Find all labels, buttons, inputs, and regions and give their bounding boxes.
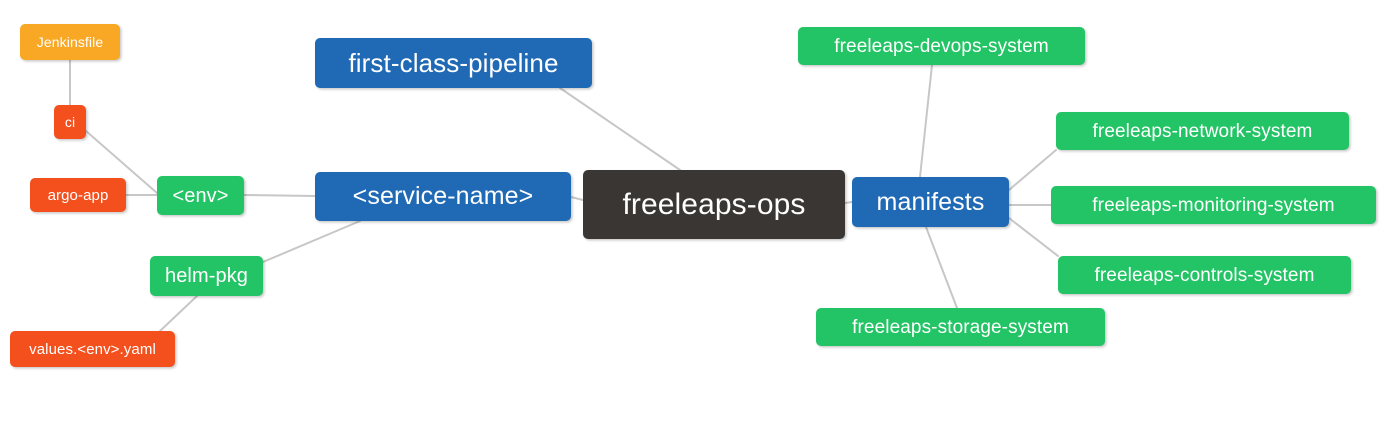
- edge-helm-pkg-to-service-name: [262, 220, 361, 263]
- node-first-class-pipeline[interactable]: first-class-pipeline: [315, 38, 592, 88]
- edge-values-yaml-to-helm-pkg: [159, 295, 198, 332]
- node-controls-system[interactable]: freeleaps-controls-system: [1058, 256, 1351, 294]
- edge-storage-system-to-manifests: [925, 226, 958, 309]
- node-monitoring-system[interactable]: freeleaps-monitoring-system: [1051, 186, 1376, 224]
- edge-controls-system-to-manifests: [1008, 217, 1059, 257]
- node-jenkinsfile[interactable]: Jenkinsfile: [20, 24, 120, 60]
- edge-freeleaps-ops-to-manifests: [844, 201, 853, 204]
- node-freeleaps-ops[interactable]: freeleaps-ops: [583, 170, 845, 239]
- node-helm-pkg[interactable]: helm-pkg: [150, 256, 263, 296]
- node-ci[interactable]: ci: [54, 105, 86, 139]
- node-manifests[interactable]: manifests: [852, 177, 1009, 227]
- edge-service-name-to-freeleaps-ops: [570, 196, 584, 201]
- edge-devops-system-to-manifests: [919, 64, 933, 178]
- node-argo-app[interactable]: argo-app: [30, 178, 126, 212]
- node-service-name[interactable]: <service-name>: [315, 172, 571, 221]
- node-network-system[interactable]: freeleaps-network-system: [1056, 112, 1349, 150]
- edge-env-to-service-name: [243, 194, 316, 197]
- node-env[interactable]: <env>: [157, 176, 244, 215]
- edge-network-system-to-manifests: [1008, 149, 1057, 191]
- node-devops-system[interactable]: freeleaps-devops-system: [798, 27, 1085, 65]
- node-storage-system[interactable]: freeleaps-storage-system: [816, 308, 1105, 346]
- node-values-yaml[interactable]: values.<env>.yaml: [10, 331, 175, 367]
- edge-first-class-pipeline-to-freeleaps-ops: [559, 87, 681, 171]
